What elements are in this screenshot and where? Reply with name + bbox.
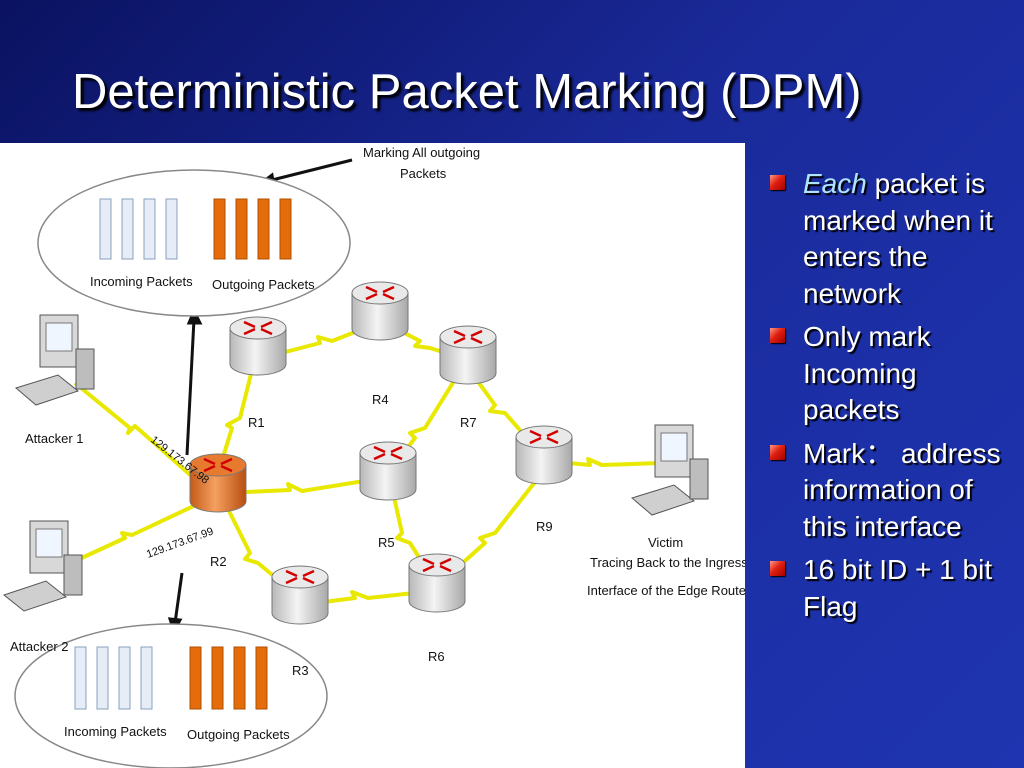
link-r6-r9 xyxy=(438,471,544,585)
router-label-r1: R1 xyxy=(248,415,265,430)
router-arrows-icon xyxy=(453,329,483,345)
slide-title: Deterministic Packet Marking (DPM) xyxy=(72,65,862,119)
top-outgoing-label: Outgoing Packets xyxy=(212,277,315,292)
router-label-r9: R9 xyxy=(536,519,553,534)
link-r2-r1 xyxy=(213,357,257,484)
router-r7 xyxy=(439,325,497,385)
bullet-1-emphasis: Each xyxy=(803,168,867,199)
dpm-network-figure: Incoming Packets Outgoing Packets Incomi… xyxy=(0,143,745,768)
top-outgoing-packets xyxy=(213,198,292,260)
bullet-marker xyxy=(770,444,785,460)
top-packets-ellipse: Incoming Packets Outgoing Packets xyxy=(37,169,351,317)
bottom-outgoing-packets xyxy=(189,646,268,710)
bottom-packets-ellipse: Incoming Packets Outgoing Packets xyxy=(14,623,328,768)
router-label-r3: R3 xyxy=(292,663,309,678)
link-r3-r6 xyxy=(299,589,433,607)
bottom-incoming-label: Incoming Packets xyxy=(64,724,167,739)
router-r6 xyxy=(408,553,466,613)
marking-note-line2: Packets xyxy=(400,166,447,181)
router-arrows-icon xyxy=(285,569,315,585)
marking-note-line1: Marking All outgoing xyxy=(363,145,480,160)
ip-label-99: 129.173.67.99 xyxy=(145,525,215,560)
bullet-3: Mark： address information of this interf… xyxy=(770,436,1020,546)
router-label-r6: R6 xyxy=(428,649,445,664)
link-r5-r6 xyxy=(390,487,434,580)
router-label-r2: R2 xyxy=(210,554,227,569)
bullet-3-text: Mark： address information of this interf… xyxy=(803,437,1001,542)
top-incoming-packets xyxy=(99,198,178,260)
bullet-marker xyxy=(770,561,785,576)
router-arrows-icon xyxy=(203,457,233,473)
network-diagram: Incoming Packets Outgoing Packets Incomi… xyxy=(2,145,745,768)
bullet-marker xyxy=(770,175,785,190)
attacker2-label: Attacker 2 xyxy=(10,639,69,654)
link-attacker1-r2 xyxy=(73,381,207,490)
router-r1 xyxy=(229,316,287,376)
bullet-marker xyxy=(770,328,785,343)
attacker1-label: Attacker 1 xyxy=(25,431,84,446)
bullet-list: Each packet is marked when it enters the… xyxy=(770,166,1020,632)
bullet-2: Only mark Incoming packets xyxy=(770,319,1020,429)
bullet-1: Each packet is marked when it enters the… xyxy=(770,166,1020,312)
top-incoming-label: Incoming Packets xyxy=(90,274,193,289)
victim-computer xyxy=(630,424,709,516)
router-arrows-icon xyxy=(373,445,403,461)
router-r4 xyxy=(351,281,409,341)
router-label-r5: R5 xyxy=(378,535,395,550)
network-links xyxy=(59,321,661,607)
router-r3 xyxy=(271,565,329,625)
attacker2-computer xyxy=(2,520,83,612)
tracing-line1: Tracing Back to the Ingress xyxy=(590,555,745,570)
bullet-4: 16 bit ID + 1 bit Flag xyxy=(770,552,1020,625)
router-arrows-icon xyxy=(365,285,395,301)
router-r2 xyxy=(189,453,247,513)
router-r5 xyxy=(359,441,417,501)
bottom-incoming-packets xyxy=(74,646,153,710)
router-arrows-icon xyxy=(529,429,559,445)
link-r2-r5 xyxy=(224,476,384,495)
router-label-r4: R4 xyxy=(372,392,389,407)
link-r9-victim xyxy=(547,457,661,467)
bullet-1-text: packet is marked when it enters the netw… xyxy=(803,168,993,309)
router-arrows-icon xyxy=(243,320,273,336)
attacker1-computer xyxy=(14,314,95,406)
link-r2-r3 xyxy=(223,502,302,600)
victim-label: Victim xyxy=(648,535,683,550)
link-attacker2-r2 xyxy=(59,501,201,570)
bottom-outgoing-label: Outgoing Packets xyxy=(187,727,290,742)
router-label-r7: R7 xyxy=(460,415,477,430)
link-r7-r9 xyxy=(466,366,542,455)
bullet-4-text: 16 bit ID + 1 bit Flag xyxy=(803,554,993,622)
link-r1-r4 xyxy=(261,321,379,360)
tracing-line2: Interface of the Edge Router xyxy=(587,583,745,598)
router-r9 xyxy=(515,425,573,485)
bullet-2-text: Only mark Incoming packets xyxy=(803,321,931,425)
router-arrows-icon xyxy=(422,557,452,573)
